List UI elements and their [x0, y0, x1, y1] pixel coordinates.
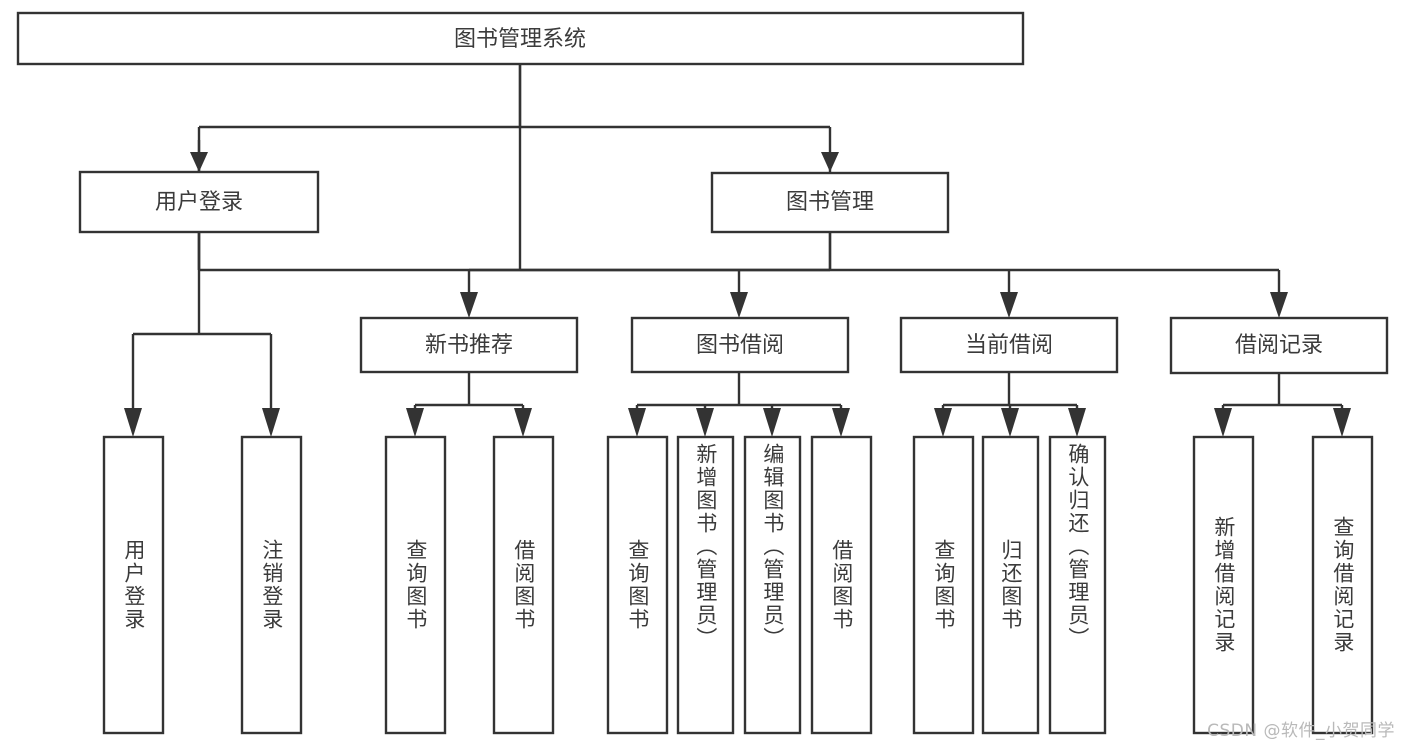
arrow-head-leaf-confirm-return: [1068, 408, 1086, 437]
node-box-book-manage[interactable]: [710, 171, 950, 234]
arrow-head-leaf-user-login: [124, 408, 142, 437]
arrow-head-user-login: [190, 152, 208, 172]
node-box-user-login[interactable]: [78, 170, 320, 234]
connector-layer: [124, 64, 1351, 437]
node-box-leaf-add-book[interactable]: [676, 435, 735, 735]
node-label-book-borrow: 图书借阅: [696, 333, 784, 358]
node-box-leaf-confirm-return[interactable]: [1048, 435, 1107, 735]
arrow-head-leaf-query-book-2: [628, 408, 646, 437]
node-label-book-manage: 图书管理: [786, 190, 874, 215]
node-box-leaf-borrow-book-2[interactable]: [810, 435, 873, 735]
csdn-watermark: CSDN @软件_小贺同学: [1207, 721, 1395, 741]
node-box-leaf-user-login[interactable]: [102, 435, 165, 735]
node-label-root: 图书管理系统: [454, 27, 586, 52]
node-box-borrow-record[interactable]: [1169, 316, 1389, 375]
arrow-head-leaf-query-record: [1333, 408, 1351, 437]
arrow-head-leaf-return-book: [1001, 408, 1019, 437]
node-layer: [16, 11, 1389, 735]
arrow-head-leaf-query-book-3: [934, 408, 952, 437]
arrow-head-leaf-query-book-1: [406, 408, 424, 437]
node-label-user-login: 用户登录: [155, 190, 243, 215]
arrow-head-leaf-user-logout: [262, 408, 280, 437]
node-box-leaf-query-book-2[interactable]: [606, 435, 669, 735]
node-box-root[interactable]: [16, 11, 1025, 66]
node-box-current-borrow[interactable]: [899, 316, 1119, 374]
arrow-head-leaf-add-record: [1214, 408, 1232, 437]
node-box-leaf-query-book-3[interactable]: [912, 435, 975, 735]
node-box-book-borrow[interactable]: [630, 316, 850, 374]
node-box-leaf-borrow-book-1[interactable]: [492, 435, 555, 735]
arrow-head-leaf-add-book: [696, 408, 714, 437]
node-label-current-borrow: 当前借阅: [965, 333, 1053, 358]
arrow-head-new-book-recommend: [460, 292, 478, 318]
node-box-leaf-query-record[interactable]: [1311, 435, 1374, 735]
node-label-borrow-record: 借阅记录: [1235, 333, 1323, 358]
arrow-head-current-borrow: [1000, 292, 1018, 318]
node-label-new-book-recommend: 新书推荐: [425, 333, 513, 358]
node-box-leaf-user-logout[interactable]: [240, 435, 303, 735]
label-layer-horizontal: 图书管理系统 用户登录 图书管理 新书推荐 图书借阅 当前借阅 借阅记录: [155, 27, 1323, 358]
arrow-head-book-manage: [821, 152, 839, 172]
arrow-head-borrow-record: [1270, 292, 1288, 318]
node-box-leaf-edit-book[interactable]: [743, 435, 802, 735]
arrow-head-leaf-borrow-book-2: [832, 408, 850, 437]
node-box-new-book-recommend[interactable]: [359, 316, 579, 374]
arrow-head-leaf-edit-book: [763, 408, 781, 437]
node-box-leaf-add-record[interactable]: [1192, 435, 1255, 735]
node-box-leaf-query-book-1[interactable]: [384, 435, 447, 735]
node-box-leaf-return-book[interactable]: [981, 435, 1040, 735]
arrow-head-leaf-borrow-book-1: [514, 408, 532, 437]
arrow-head-book-borrow: [730, 292, 748, 318]
